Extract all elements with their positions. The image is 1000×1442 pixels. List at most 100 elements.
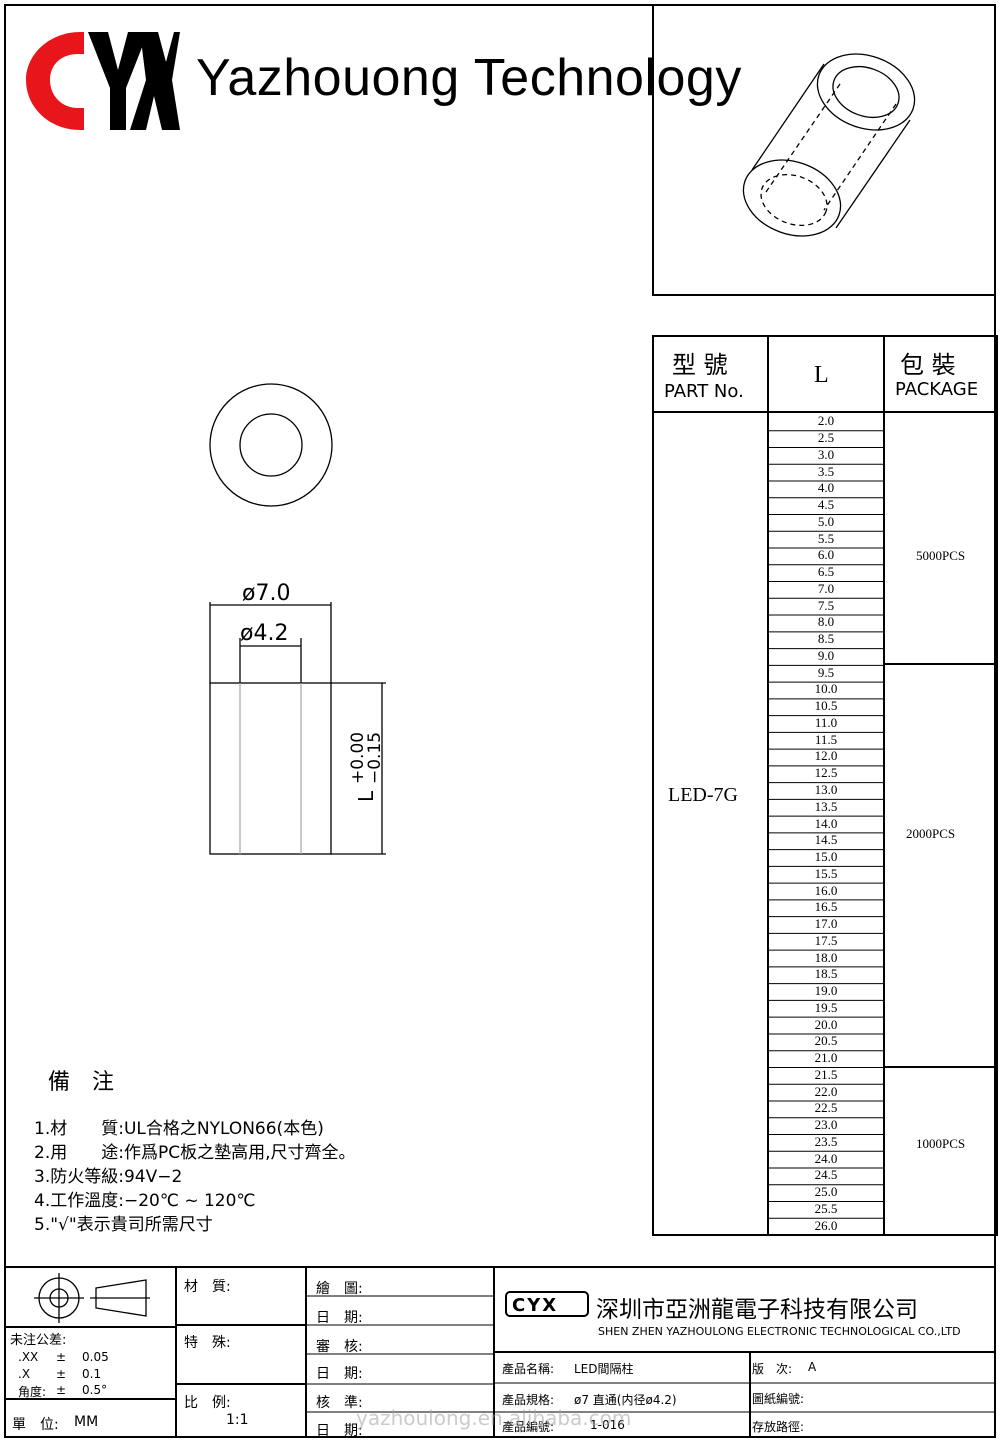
length-value: 14.0 <box>814 815 838 831</box>
length-value: 9.5 <box>817 664 835 680</box>
length-value: 16.5 <box>814 899 838 915</box>
scale-value: 1:1 <box>226 1412 249 1428</box>
product-name-value: LED間隔柱 <box>574 1362 634 1376</box>
package-1000: 1000PCS <box>916 1136 966 1151</box>
length-value: 2.5 <box>817 430 835 446</box>
title-block-logo: CYX <box>512 1295 559 1316</box>
length-value: 14.5 <box>814 832 838 848</box>
tol-angle: 角度: <box>18 1385 47 1399</box>
length-value: 18.5 <box>814 966 838 982</box>
company-name-en: SHEN ZHEN YAZHOULONG ELECTRONIC TECHNOLO… <box>598 1325 961 1338</box>
cyx-small-logo <box>505 1291 589 1317</box>
note-item: 2.用 途:作爲PC板之墊高用,尺寸齊全。 <box>34 1143 356 1163</box>
length-label: L <box>354 790 378 802</box>
length-value: 20.5 <box>814 1033 838 1049</box>
package-5000: 5000PCS <box>916 548 966 563</box>
length-value: 22.0 <box>814 1083 838 1099</box>
projection-symbol <box>34 1273 150 1323</box>
date-label: 日 期: <box>316 1423 363 1439</box>
length-value: 8.5 <box>817 631 835 647</box>
length-value: 19.5 <box>814 999 838 1015</box>
tol-xx-value: 0.05 <box>82 1350 109 1364</box>
package-header-en: PACKAGE <box>895 379 979 400</box>
length-value: 2.0 <box>817 413 835 429</box>
review-label: 審 核: <box>316 1339 363 1355</box>
inner-diameter-label: ø4.2 <box>240 621 288 646</box>
isometric-view-box <box>652 4 996 296</box>
note-item: 4.工作溫度:−20℃ ~ 120℃ <box>34 1191 256 1211</box>
package-header-cn: 包 裝 <box>900 351 956 379</box>
length-value: 17.5 <box>814 932 838 948</box>
product-code-value: 1-016 <box>590 1418 625 1432</box>
special-label: 特 殊: <box>184 1335 231 1351</box>
date-label: 日 期: <box>316 1310 363 1326</box>
watermark: yazhoulong.en.alibaba.com <box>356 1406 632 1430</box>
length-value: 11.0 <box>814 714 838 730</box>
cyx-logo: CYX <box>22 26 180 130</box>
length-value: 25.0 <box>814 1184 838 1200</box>
tol-xx: .XX <box>18 1350 39 1364</box>
logo-text: CYX <box>22 26 24 27</box>
version-value: A <box>808 1360 817 1374</box>
tol-x-value: 0.1 <box>82 1367 102 1381</box>
product-spec-value: ø7 直通(内径ø4.2) <box>574 1393 677 1407</box>
length-value: 12.5 <box>814 765 838 781</box>
product-name-label: 產品名稱: <box>502 1362 555 1376</box>
length-value: 25.5 <box>814 1200 838 1216</box>
length-value: 10.5 <box>814 698 838 714</box>
part-no-header-en: PART No. <box>664 381 744 402</box>
tol-angle-value: 0.5° <box>82 1383 108 1397</box>
length-value: 7.5 <box>817 597 835 613</box>
company-name-cn: 深圳市亞洲龍電子科技有限公司 <box>596 1297 918 1323</box>
tol-pm: ± <box>56 1350 67 1364</box>
length-value: 11.5 <box>814 731 838 747</box>
storage-label: 存放路徑: <box>752 1420 805 1434</box>
note-item: 1.材 質:UL合格之NYLON66(本色) <box>34 1119 324 1139</box>
notes-title: 備 注 <box>48 1070 115 1095</box>
part-number: LED-7G <box>668 784 738 806</box>
unit-label: 單 位: <box>12 1417 59 1433</box>
length-value: 5.5 <box>817 530 835 546</box>
drawn-label: 繪 圖: <box>316 1281 363 1297</box>
tol-pm: ± <box>56 1383 67 1397</box>
tolerance-title: 未注公差: <box>10 1333 67 1348</box>
length-value: 13.5 <box>814 798 838 814</box>
length-value: 18.0 <box>814 949 838 965</box>
length-value: 26.0 <box>814 1217 838 1233</box>
length-value: 24.5 <box>814 1167 838 1183</box>
outer-circle <box>209 383 333 507</box>
approve-label: 核 準: <box>316 1395 363 1411</box>
note-item: 5."√"表示貴司所需尺寸 <box>34 1215 213 1235</box>
part-no-header-cn: 型 號 <box>672 351 728 379</box>
date-label: 日 期: <box>316 1366 363 1382</box>
side-view-rect <box>209 682 332 855</box>
length-value: 23.0 <box>814 1117 838 1133</box>
title-block-grid <box>4 1266 996 1438</box>
length-value: 4.5 <box>817 497 835 513</box>
tol-x: .X <box>18 1367 31 1381</box>
length-value: 8.0 <box>817 614 835 630</box>
version-label: 版 次: <box>752 1362 793 1376</box>
length-value: 6.0 <box>817 547 835 563</box>
length-value: 20.0 <box>814 1016 838 1032</box>
drawing-frame <box>4 4 996 1438</box>
length-value: 9.0 <box>817 647 835 663</box>
length-value: 7.0 <box>817 580 835 596</box>
length-value: 19.0 <box>814 983 838 999</box>
product-code-label: 產品編號: <box>502 1420 555 1434</box>
length-value: 21.0 <box>814 1050 838 1066</box>
company-title: Yazhouong Technology <box>196 49 742 107</box>
package-2000: 2000PCS <box>906 826 956 841</box>
length-value: 12.0 <box>814 748 838 764</box>
unit-value: MM <box>74 1414 99 1430</box>
length-value: 22.5 <box>814 1100 838 1116</box>
length-value: 3.5 <box>817 463 835 479</box>
length-tol-plus: +0.00 <box>348 732 368 784</box>
length-value: 15.5 <box>814 865 838 881</box>
material-label: 材 質: <box>184 1279 231 1295</box>
length-value: 5.0 <box>817 513 835 529</box>
length-value: 4.0 <box>817 480 835 496</box>
length-header: L <box>814 362 829 388</box>
length-value: 13.0 <box>814 781 838 797</box>
part-table-grid <box>652 335 998 1236</box>
